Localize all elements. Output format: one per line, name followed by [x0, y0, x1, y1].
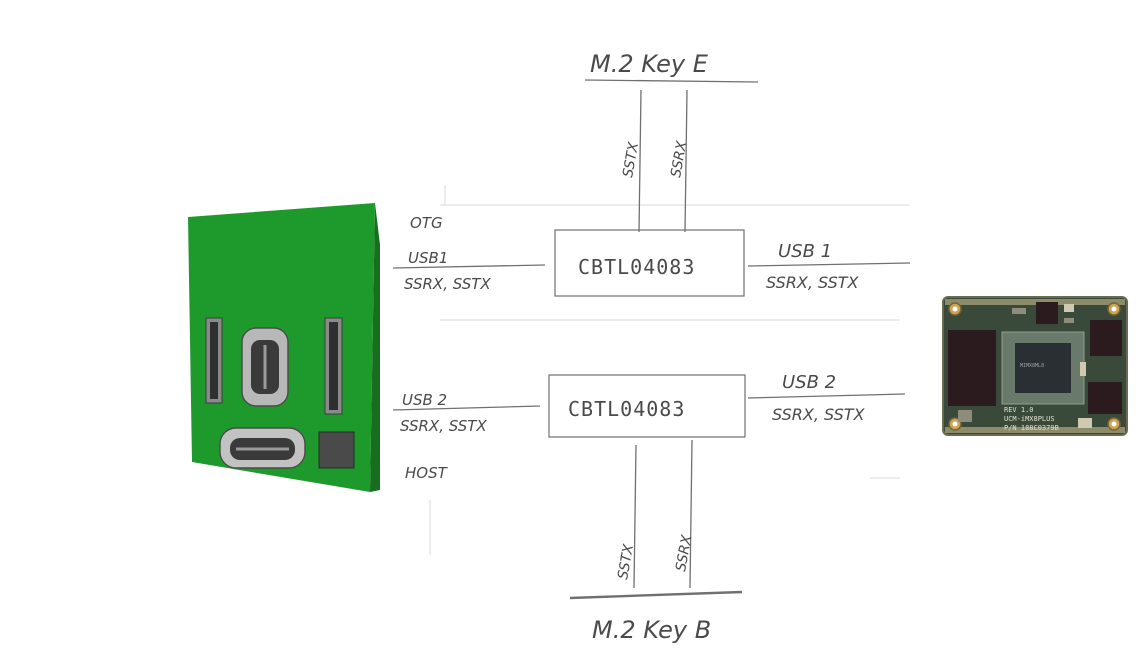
mux-bottom-chip-label: CBTL04083 — [568, 397, 685, 421]
mux-top-left-port: USB1 — [408, 249, 448, 267]
key-b-sstx-wire — [634, 445, 636, 588]
m2-key-b-underline — [570, 592, 742, 598]
m2-key-b-label: M.2 Key B — [592, 616, 711, 644]
key-b-ssrx-label: SSRX — [673, 533, 695, 572]
mux-bottom-right-port: USB 2 — [782, 372, 836, 393]
key-b-ssrx-wire — [690, 440, 692, 588]
carrier-board — [188, 203, 380, 492]
mux-top-group: CBTL04083 OTG USB1 SSRX, SSTX USB 1 SSRX… — [393, 214, 910, 296]
mux-bottom-host-label: HOST — [405, 464, 449, 482]
mux-bottom-left-signals: SSRX, SSTX — [400, 417, 487, 435]
som-module: MIMX8ML8 REV 1.0 UCM-iMX8PLUS P/N 188C03… — [943, 297, 1127, 435]
som-dram — [948, 330, 996, 406]
mux-bottom-group: CBTL04083 USB 2 SSRX, SSTX HOST USB 2 SS… — [393, 372, 905, 482]
mux-top-right-signals: SSRX, SSTX — [766, 273, 860, 292]
mux-bottom-right-wire — [748, 394, 905, 398]
mux-top-chip-label: CBTL04083 — [578, 255, 695, 279]
mux-top-right-port: USB 1 — [778, 241, 832, 262]
mux-top-otg-label: OTG — [410, 214, 443, 232]
som-silk-pn: P/N 188C0379B — [1004, 424, 1059, 432]
m2-key-e-underline — [585, 80, 758, 82]
mux-bottom-right-signals: SSRX, SSTX — [772, 405, 866, 424]
construction-lines — [430, 185, 910, 555]
key-e-ssrx-label: SSRX — [668, 139, 690, 178]
mux-top-left-signals: SSRX, SSTX — [404, 275, 491, 293]
mux-bottom-left-port: USB 2 — [402, 391, 447, 409]
carrier-ic — [319, 432, 354, 468]
m2-key-b-group: SSTX SSRX M.2 Key B — [570, 440, 742, 644]
key-e-sstx-wire — [639, 90, 641, 232]
svg-text:MIMX8ML8: MIMX8ML8 — [1020, 363, 1044, 369]
m2-key-e-label: M.2 Key E — [590, 50, 709, 78]
mux-top-right-wire — [748, 263, 910, 266]
key-e-sstx-label: SSTX — [620, 141, 642, 179]
som-silk-name: UCM-iMX8PLUS — [1004, 415, 1055, 423]
som-silk-rev: REV 1.0 — [1004, 406, 1034, 414]
